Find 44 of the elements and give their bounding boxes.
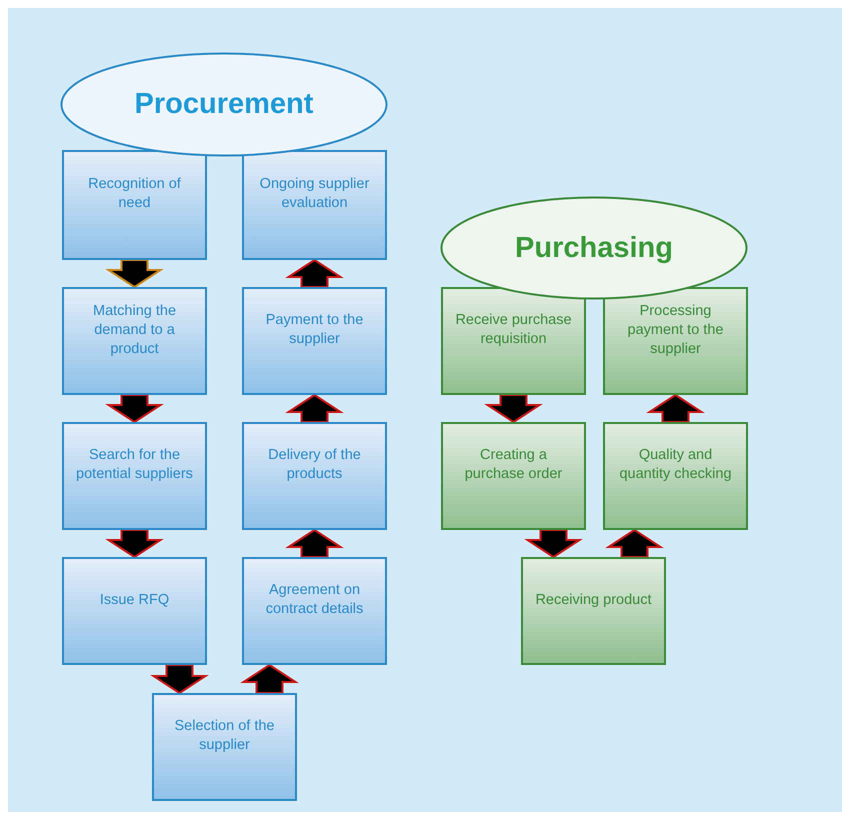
process-box <box>242 150 387 260</box>
process-box <box>242 287 387 395</box>
process-box <box>603 287 748 395</box>
section-title: Purchasing <box>515 232 673 264</box>
step-label: Agreement on contract details <box>264 581 364 619</box>
process-box <box>152 693 297 801</box>
title-ellipse <box>440 196 748 300</box>
step-label: Ongoing supplier evaluation <box>258 175 370 213</box>
section-title: Procurement <box>134 88 314 121</box>
step-label: Search for the potential suppliers <box>75 446 194 484</box>
process-box <box>242 422 387 530</box>
block-arrow <box>524 529 583 558</box>
process-box <box>242 557 387 665</box>
block-arrow <box>484 394 543 424</box>
step-label: Delivery of the products <box>267 446 362 484</box>
step-label: Quality and quantity checking <box>618 446 733 484</box>
process-box <box>441 287 586 395</box>
block-arrow <box>605 528 664 558</box>
step-label: Receive purchase requisition <box>454 311 573 349</box>
title-ellipse <box>60 52 388 157</box>
step-label: Processing payment to the supplier <box>626 302 724 358</box>
block-arrow <box>646 394 705 423</box>
process-box <box>62 150 207 260</box>
process-box <box>62 287 207 395</box>
block-arrow <box>285 528 344 558</box>
block-arrow <box>150 664 209 694</box>
step-label: Issue RFQ <box>100 590 170 610</box>
block-arrow <box>285 394 344 423</box>
block-arrow <box>105 259 164 288</box>
process-box <box>62 422 207 530</box>
block-arrow <box>240 664 299 694</box>
process-box <box>603 422 748 530</box>
process-box <box>62 557 207 665</box>
process-box <box>521 557 666 665</box>
step-label: Selection of the supplier <box>174 717 276 755</box>
step-label: Creating a purchase order <box>464 446 564 484</box>
process-box <box>441 422 586 530</box>
block-arrow <box>105 394 164 424</box>
step-label: Matching the demand to a product <box>92 302 178 358</box>
step-label: Payment to the supplier <box>264 311 364 349</box>
block-arrow <box>105 529 164 558</box>
block-arrow <box>285 258 344 288</box>
step-label: Recognition of need <box>87 175 182 213</box>
step-label: Receiving product <box>535 590 652 610</box>
